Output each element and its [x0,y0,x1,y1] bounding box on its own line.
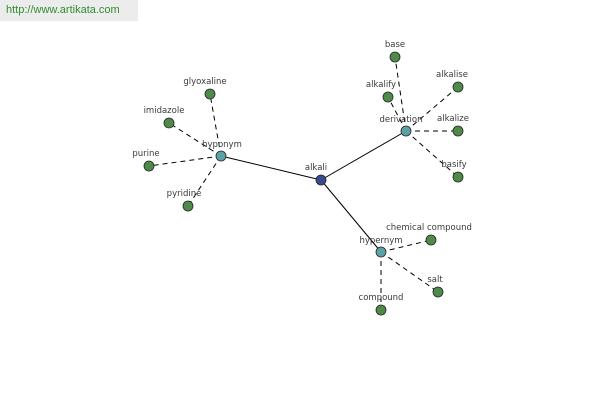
node-label-compound: compound [359,293,404,303]
node-base[interactable] [389,51,401,63]
edges-layer [148,56,459,310]
edge-hyponym-pyridine [187,155,222,207]
edge-derivation-alkalify [387,96,407,132]
node-label-hyponym: hyponym [202,140,242,150]
edge-alkali-hyponym [220,155,322,181]
node-label-hypernym: hypernym [359,236,402,246]
node-pyridine[interactable] [182,200,194,212]
edge-hyponym-imidazole [168,122,222,157]
edge-hyponym-glyoxaline [209,93,222,157]
source-url-link[interactable]: http://www.artikata.com [6,4,120,16]
node-label-glyoxaline: glyoxaline [183,77,226,87]
node-basify[interactable] [452,171,464,183]
node-alkali[interactable] [315,174,327,186]
node-label-purine: purine [132,149,159,159]
node-label-chemical-compound: chemical compound [386,223,472,233]
edge-hypernym-salt [380,251,439,293]
node-chemical-compound[interactable] [425,234,437,246]
node-derivation[interactable] [400,125,412,137]
node-label-basify: basify [441,160,466,170]
node-compound[interactable] [375,304,387,316]
node-hyponym[interactable] [215,150,227,162]
edge-derivation-alkalise [405,86,459,132]
node-label-alkalify: alkalify [366,80,396,90]
labels-layer: alkali hyponym derivation hypernym glyoxalin… [132,40,472,303]
edge-alkali-derivation [320,130,407,181]
node-label-alkalize: alkalize [437,114,469,124]
node-label-derivation: derivation [379,115,422,125]
node-label-pyridine: pyridine [167,189,202,199]
source-url-bar: http://www.artikata.com [0,0,138,21]
node-label-imidazole: imidazole [144,106,185,116]
node-alkalize[interactable] [452,125,464,137]
nodes-layer [143,51,464,316]
node-alkalise[interactable] [452,81,464,93]
node-label-salt: salt [427,275,443,285]
node-hypernym[interactable] [375,246,387,258]
node-label-alkalise: alkalise [436,70,468,80]
node-label-base: base [385,40,405,50]
edge-derivation-base [394,56,407,132]
edge-derivation-basify [405,130,459,178]
node-salt[interactable] [432,286,444,298]
edge-alkali-hypernym [320,179,382,253]
node-glyoxaline[interactable] [204,88,216,100]
node-alkalify[interactable] [382,91,394,103]
node-imidazole[interactable] [163,117,175,129]
edge-hyponym-purine [148,155,222,167]
node-purine[interactable] [143,160,155,172]
node-label-alkali: alkali [305,163,327,173]
